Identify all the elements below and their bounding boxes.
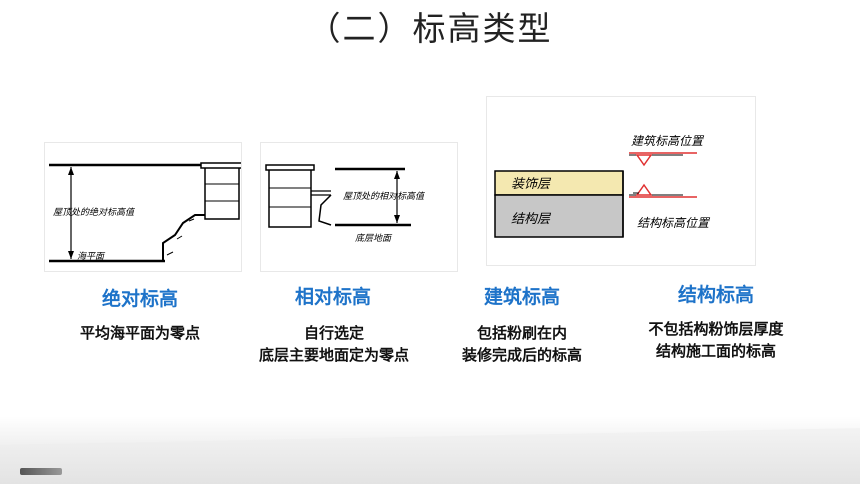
desc-relative: 自行选定 底层主要地面定为零点 bbox=[258, 324, 409, 364]
desc-absolute: 平均海平面为零点 bbox=[79, 324, 200, 342]
structure-layer-label: 结构层 bbox=[511, 212, 552, 227]
heading-relative: 相对标高 bbox=[294, 286, 371, 308]
absolute-height-label: 屋顶处的绝对标高值 bbox=[53, 207, 136, 218]
ground-floor-label: 底层地面 bbox=[355, 233, 393, 244]
finish-layer-label: 装饰层 bbox=[511, 177, 552, 192]
absolute-elevation-diagram: 屋顶处的绝对标高值 海平面 bbox=[44, 142, 242, 272]
heading-structural: 结构标高 bbox=[677, 284, 754, 306]
architectural-structural-diagram: 装饰层 结构层 建筑标高位置 结构标高位置 bbox=[486, 96, 756, 266]
relative-elevation-diagram: 屋顶处的相对标高值 底层地面 bbox=[260, 142, 458, 272]
structural-position-label: 结构标高位置 bbox=[637, 216, 711, 230]
heading-absolute: 绝对标高 bbox=[101, 288, 178, 310]
footer-accent bbox=[20, 468, 62, 475]
desc-structural: 不包括构粉饰层厚度 结构施工面的标高 bbox=[648, 320, 784, 360]
structural-marker-icon bbox=[635, 183, 653, 196]
sea-level-label: 海平面 bbox=[77, 251, 106, 262]
architectural-marker-icon bbox=[635, 154, 653, 167]
heading-architectural: 建筑标高 bbox=[483, 286, 560, 308]
page-title: （二）标高类型 bbox=[307, 9, 553, 48]
desc-architectural: 包括粉刷在内 装修完成后的标高 bbox=[461, 324, 582, 364]
architectural-position-label: 建筑标高位置 bbox=[631, 134, 705, 148]
relative-height-label: 屋顶处的相对标高值 bbox=[343, 191, 426, 202]
